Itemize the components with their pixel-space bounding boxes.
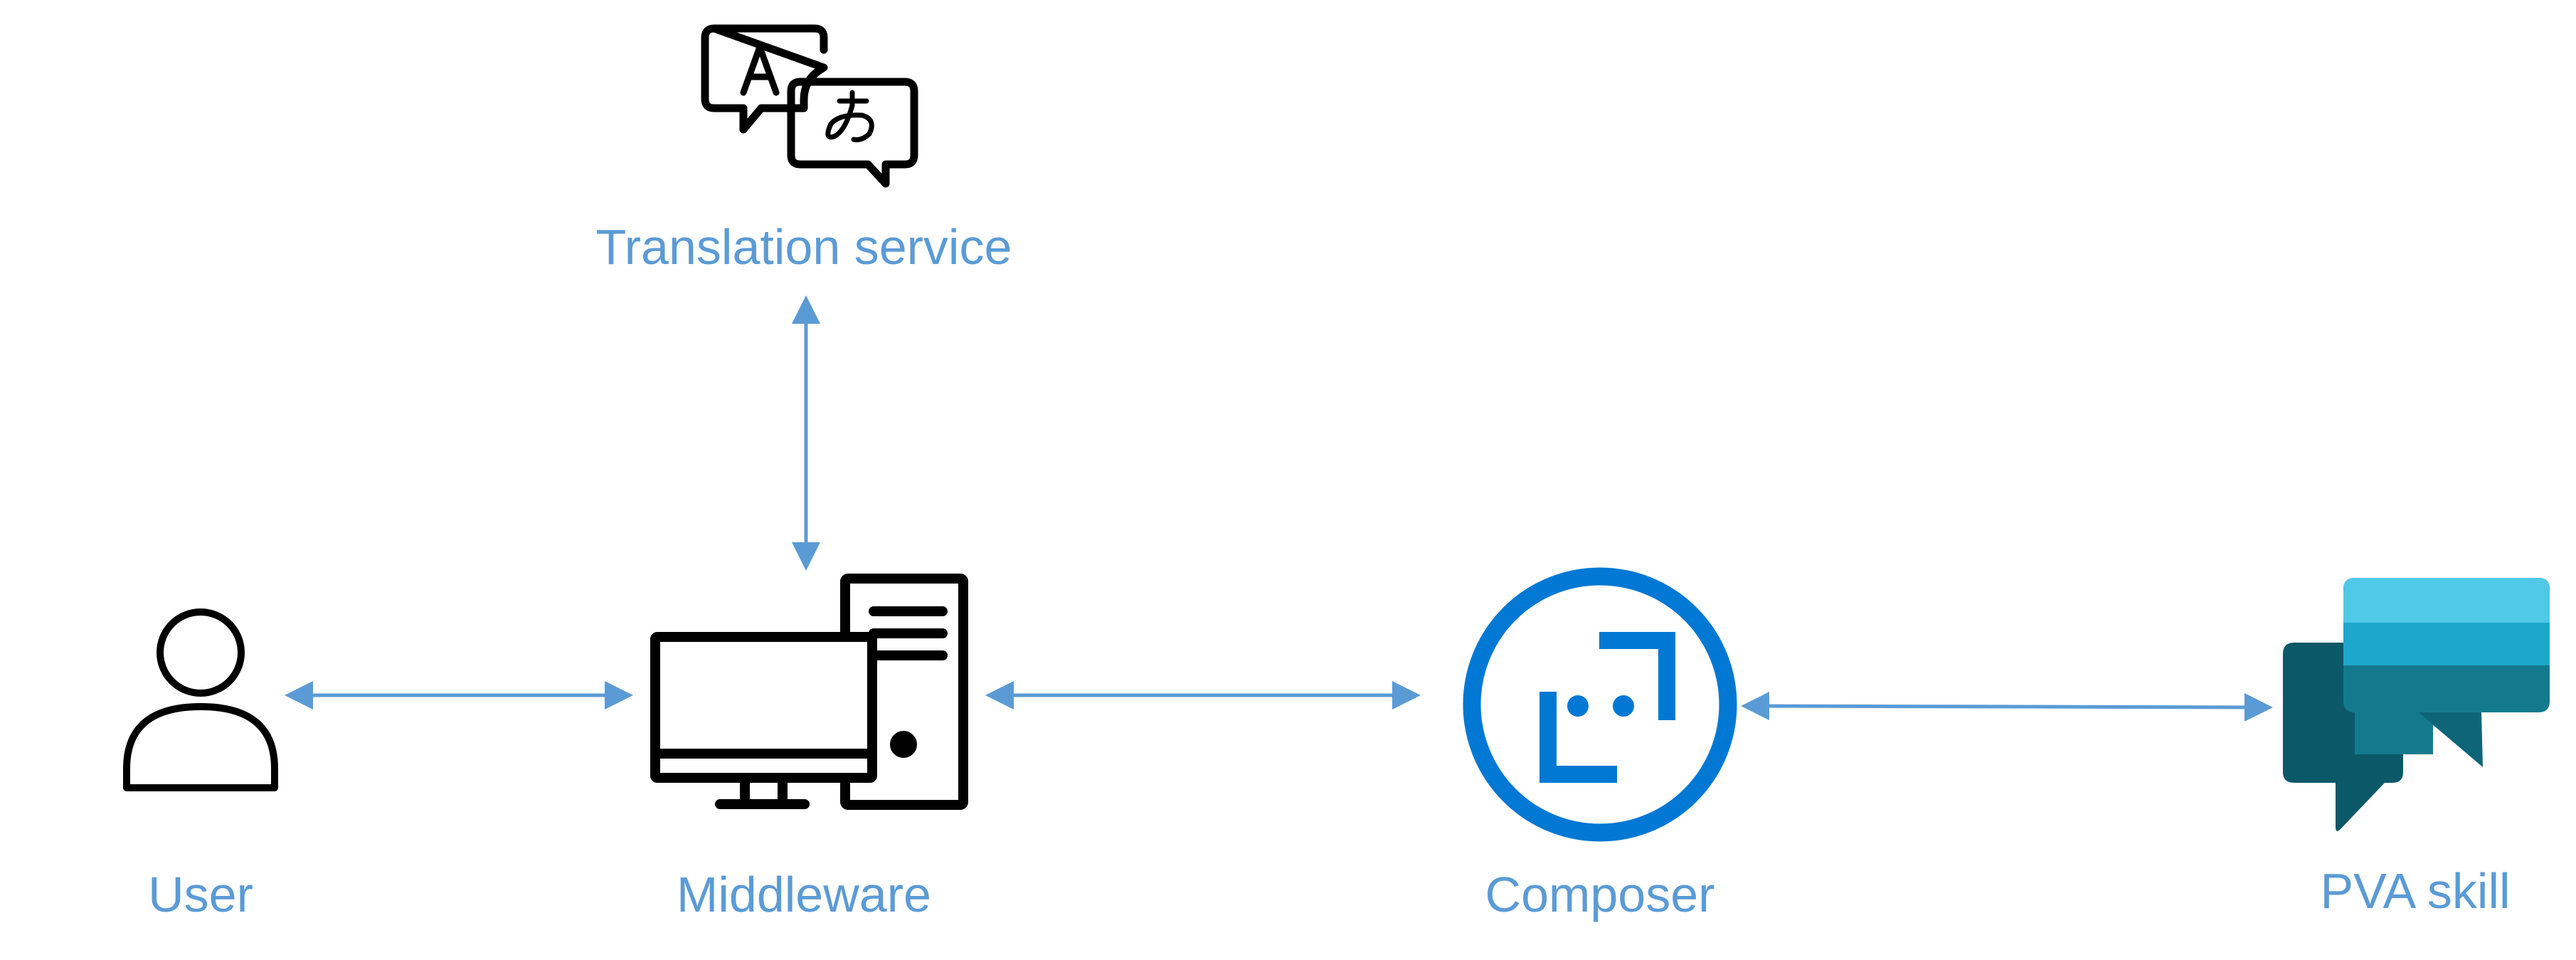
bot-composer-icon xyxy=(1463,567,1737,842)
user-label: User xyxy=(148,867,253,922)
composer-label: Composer xyxy=(1485,867,1715,922)
pva-skill-label: PVA skill xyxy=(2320,863,2511,919)
chat-bubbles-icon xyxy=(2283,578,2550,831)
middleware-label: Middleware xyxy=(677,867,931,922)
connectors xyxy=(285,295,2273,722)
user-icon xyxy=(123,608,278,791)
translation-service-label: Translation service xyxy=(595,219,1012,275)
desktop-computer-icon xyxy=(650,574,968,810)
translate-icon xyxy=(701,24,918,188)
connector-composer-pva xyxy=(1741,692,2273,722)
